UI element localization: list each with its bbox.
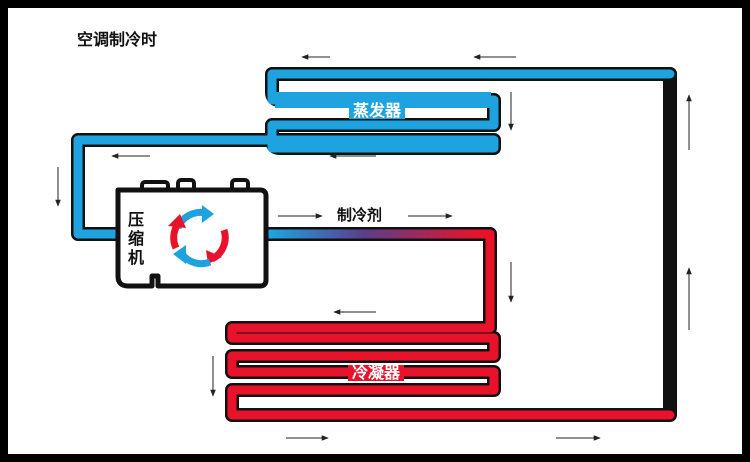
compressor-label-char-3: 机	[128, 248, 145, 267]
page-title: 空调制冷时	[77, 30, 158, 49]
compressor-label-char-1: 压	[128, 210, 145, 229]
condenser-label: 冷凝器	[348, 365, 405, 381]
evaporator-label: 蒸发器	[349, 103, 406, 119]
compressor-icon	[115, 178, 269, 289]
evaporator-fill-top	[275, 92, 491, 108]
condenser-pipe	[227, 229, 675, 420]
refrigerant-label: 制冷剂	[337, 206, 383, 224]
compressor-label-char-2: 缩	[128, 229, 145, 248]
refresh-cycle-icon	[168, 205, 229, 268]
flow-arrows	[55, 54, 692, 441]
evaporator-pipe	[73, 69, 675, 239]
